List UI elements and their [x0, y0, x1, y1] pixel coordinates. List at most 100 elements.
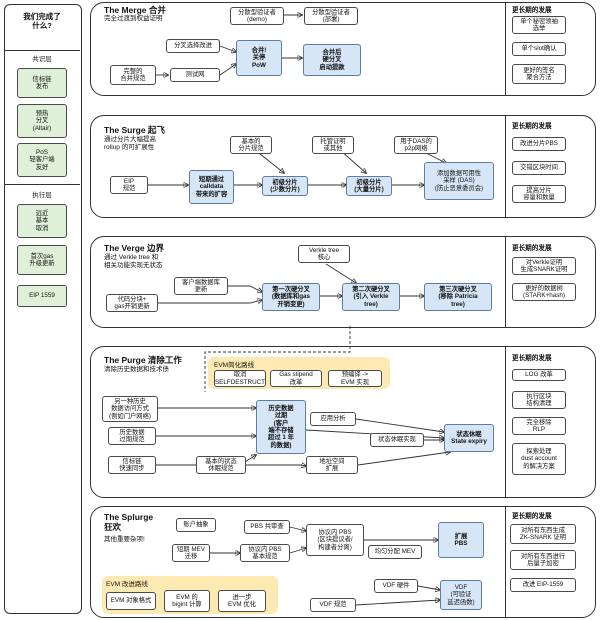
merge-the-merge: 合并! 关停 PoW: [236, 40, 282, 76]
purge-address-space: 地址空间 扩展: [306, 456, 358, 474]
surge-right-divider: [505, 115, 506, 218]
first-gas-update: 首次gas 升级更新: [17, 245, 67, 275]
verge-client-db-update: 客户端数据库 更新: [174, 277, 228, 295]
completed-title: 我们完成了 什么?: [23, 12, 61, 30]
purge-longterm-4: 探索处理 dust account 的解决方案: [512, 443, 566, 475]
merge-full-spec: 完整的 合并规范: [110, 65, 156, 85]
edge-chunk-first: [158, 300, 262, 303]
merge-title: The Merge 合并: [104, 5, 166, 15]
verge-longterm-2: 更好的数据树 (STARK+hash): [512, 283, 576, 301]
verge-subtitle: 通过 Verkle tree 和 相关功能实现无状态: [104, 254, 163, 269]
merge-longterm-2: 单个slot确认: [512, 42, 566, 56]
edge-vdfspec-vdf: [355, 600, 440, 606]
surge-basic-shard-spec: 基本的 分片规范: [230, 136, 272, 154]
refund-removal: 远近 基本 取消: [17, 204, 67, 238]
splurge-longterm-1: 对所有东西生成 ZK-SNARK 证明: [510, 524, 576, 544]
purge-state-expiry: 状态休眠 State expiry: [444, 424, 494, 452]
eip-1559: EIP 1559: [17, 285, 67, 307]
merge-distributed-demo: 分散型验证者 (demo): [230, 7, 284, 25]
surge-title: The Surge 起飞: [104, 125, 165, 135]
verge-second-hard-fork: 第二次硬分叉 (引入 Verkle tree): [342, 283, 400, 311]
consensus-label: [4, 50, 80, 61]
verge-code-chunking: 代码分块+ gas开销更新: [106, 294, 158, 312]
verge-third-hard-fork: 第三次硬分叉 (移除 Patricia tree): [424, 283, 492, 311]
execution-layer-label: 执行层: [32, 192, 52, 199]
edge-addr-statex: [357, 452, 450, 466]
surge-longterm-title: 更长期的发展: [512, 123, 552, 130]
edge-spec-addr: [246, 465, 306, 466]
surge-many-shards: 初级分片 (大量分片): [346, 176, 392, 196]
merge-longterm-title: 更长期的发展: [512, 7, 552, 14]
edge-db-first: [228, 285, 262, 292]
surge-custody-proofs: 托管证明 或其他: [312, 136, 354, 154]
surge-das-p2p: 用于DAS的 p2p网络: [394, 136, 438, 154]
splurge-pbs-review: PBS 共审查: [244, 520, 290, 534]
edge-forkchoice-merge: [219, 45, 236, 52]
beacon-chain-launch: 信标链 发布: [17, 68, 67, 98]
surge-eip-spec: EIP 规范: [110, 176, 148, 194]
splurge-vdf: VDF (可验证 延迟函数): [440, 580, 482, 610]
purge-app-analysis: 应用分析: [310, 412, 356, 426]
merge-fork-choice: 分叉选择改进: [166, 39, 220, 53]
edge-pbsspec-pbs: [289, 548, 306, 554]
purge-state-expiry-impl: 状态休眠实现: [370, 433, 424, 447]
merge-post-merge-fork: 合并后 硬分叉 启动提款: [303, 44, 361, 76]
purge-history-expiry: 历史数据 过期 (客户 端不存储 超过 1 年 的数据): [256, 400, 306, 454]
splurge-longterm-3: 改进 EIP-1559: [510, 578, 576, 592]
purge-right-divider: [505, 346, 506, 498]
merge-longterm-1: 单个秘密领袖 选举: [512, 16, 566, 34]
splurge-evm-object-format: EVM 对象格式: [106, 592, 156, 610]
purge-subtitle: 清除历史数据和技术债: [104, 366, 169, 373]
splurge-longterm-2: 对所有东西进行 后量子加密: [510, 550, 576, 570]
purge-alt-history-access: 另一种历史 数据访问方式 (例如门户网络): [102, 396, 158, 422]
verge-first-hard-fork: 第一次硬分叉 (数据库和gas 开销变更): [262, 283, 320, 311]
edge-testnet-merge: [219, 64, 236, 76]
merge-testnet: 测试网: [170, 68, 220, 82]
purge-beacon-fast-sync: 信标链 快速同步: [108, 456, 156, 474]
splurge-evm-bigint: EVM 的 bigint 计算: [164, 590, 210, 612]
purge-evm-band-label: EVM简化路线: [214, 362, 255, 369]
surge-calldata-scaling: 短期通过 calldata 带来的扩容: [189, 170, 234, 204]
splurge-longterm-title: 更长期的发展: [512, 513, 552, 520]
edge-dashed-purge: [204, 326, 351, 392]
splurge-title: The Splurge 狂欢: [104, 512, 154, 532]
surge-subtitle: 通过分片大幅提高 rollup 的可扩展性: [104, 136, 156, 151]
verge-longterm-title: 更长期的发展: [512, 245, 552, 252]
merge-longterm-3: 更好的签名 聚合方法: [512, 64, 566, 84]
edge-app-statex: [355, 418, 444, 432]
splurge-subtitle: 其他重要杂项!: [104, 536, 145, 543]
purge-state-expiry-spec: 基本的状态 休眠规范: [196, 456, 246, 474]
purge-title: The Purge 清除工作: [104, 355, 182, 365]
edge-vdfhw-vdf: [417, 585, 440, 590]
purge-longterm-title: 更长期的发展: [512, 355, 552, 362]
surge-longterm-1: 改进分片PBS: [512, 137, 566, 151]
surge-das-adoption: 添加数据可用性 采样 (DAS) (防止恶意委员会): [424, 162, 494, 200]
merge-distributed-deploy: 分散型验证者 (部署): [304, 7, 358, 25]
splurge-in-protocol-pbs: 协议内 PBS (区块提议者/ 构建者分离): [306, 524, 364, 556]
splurge-evm-band-label: EVM 改进路线: [106, 581, 148, 588]
surge-stage: [90, 115, 596, 218]
purge-longterm-3: 完全移除 RLP: [512, 417, 566, 435]
surge-few-shards: 初级分片 (少数分片): [262, 176, 308, 196]
consensus-layer-label: 共识层: [32, 56, 52, 63]
surge-longterm-2: 交错区块时间: [512, 161, 566, 175]
splurge-extend-pbs: 扩展 PBS: [438, 522, 484, 558]
surge-longterm-3: 提高分片 容量和数量: [512, 185, 566, 203]
splurge-mev-smoothing: 均匀分配 MEV: [368, 545, 422, 559]
purge-evm-precompile: 预编译 -> EVM 实现: [328, 370, 382, 387]
pos-light-client: PoS 轻客户端 友好: [17, 143, 67, 177]
purge-longterm-2: 执行区块 结构清理: [512, 391, 566, 409]
merge-right-divider: [505, 2, 506, 96]
purge-longterm-1: LOG 改革: [512, 369, 566, 381]
splurge-pbs-spec: 协议内 PBS 基本规范: [240, 544, 290, 562]
execution-divider: [4, 184, 80, 185]
altair-fork: 预热 分叉 (Altair): [17, 104, 67, 138]
merge-subtitle: 完全过渡到权益证明: [104, 15, 163, 22]
splurge-vdf-hardware: VDF 硬件: [374, 579, 418, 593]
edge-core-second: [325, 263, 356, 283]
splurge-account-abstraction: 账户抽象: [176, 518, 216, 532]
splurge-right-divider: [505, 506, 506, 618]
splurge-evm-optimize: 进一步 EVM 优化: [218, 590, 266, 612]
